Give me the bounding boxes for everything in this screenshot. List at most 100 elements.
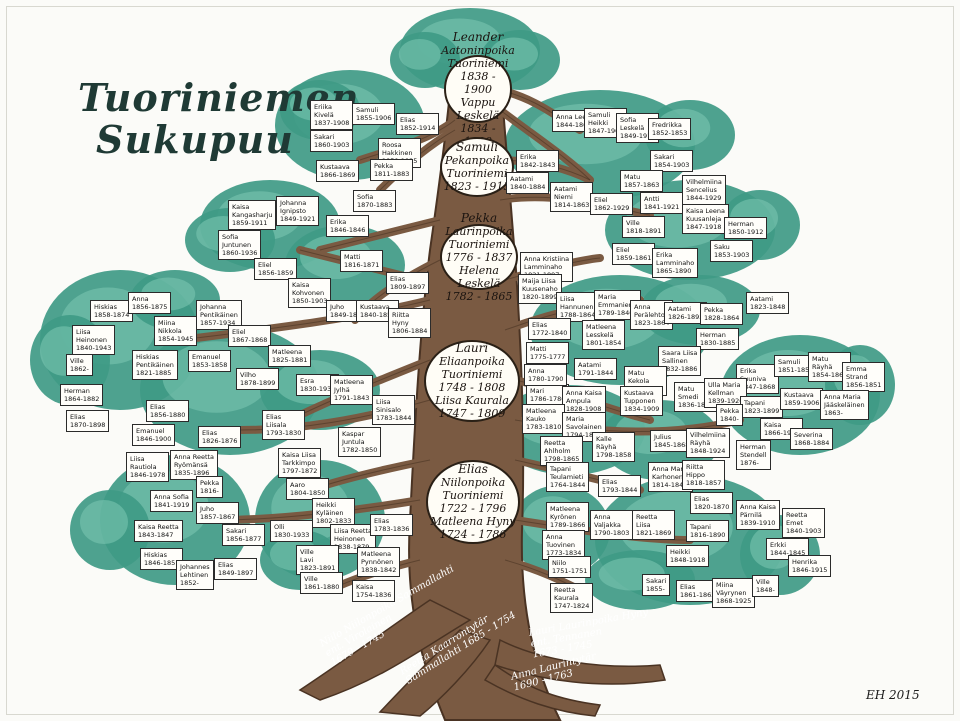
ancestor-line: Helena Leskelä xyxy=(457,263,501,290)
person-line: 1846-1846 xyxy=(330,226,366,234)
person-line: 1853-1903 xyxy=(714,251,750,259)
person-line: Leskelä xyxy=(620,124,645,132)
person-line: Sofia xyxy=(357,193,374,201)
person-line: Jylhä xyxy=(334,386,350,394)
person-line: 1811-1883 xyxy=(374,170,410,178)
ancestor-line: Tuoriniemi xyxy=(446,167,508,180)
person-line: 1839-1926 xyxy=(708,397,744,405)
person-line: Elias xyxy=(400,116,416,124)
person-line: Kaurala xyxy=(554,594,579,602)
person-line: Liisala xyxy=(266,421,287,429)
person-line: 1840-1943 xyxy=(76,344,112,352)
person-line: Saku xyxy=(714,243,730,251)
person-line: Kustaava xyxy=(320,163,350,171)
person-line: Sofia xyxy=(222,233,239,241)
person-line: 1847-1918 xyxy=(686,223,722,231)
person-line: 1823-1848 xyxy=(750,303,786,311)
person-line: 1802-1833 xyxy=(316,517,352,525)
person-line: Kauko xyxy=(526,415,546,423)
person-line: Kyrönen xyxy=(550,513,577,521)
person-line: 1838-1879 xyxy=(334,543,370,551)
person-line: 1828-1908 xyxy=(566,405,602,413)
person-line: 1857-1934 xyxy=(200,319,236,327)
person-line: Kangasharju xyxy=(232,211,273,219)
person-line: 1794-1854 xyxy=(566,431,602,439)
person-line: 1848- xyxy=(756,586,775,594)
person-line: Elias xyxy=(374,517,390,525)
person-line: 1790-1803 xyxy=(594,529,630,537)
person-line: 1840- xyxy=(720,415,739,423)
person-line: Anna Maria xyxy=(824,393,861,401)
person-line: Nikkola xyxy=(158,327,182,335)
ancestor-line: Vappu Leskelä xyxy=(456,95,500,122)
person-line: Vilho xyxy=(240,371,257,379)
person-line: Kaspar xyxy=(342,430,365,438)
person-line: Emanuel xyxy=(136,427,165,435)
person-line: Jääskeläinen xyxy=(824,401,865,409)
person-line: 1823-1864 xyxy=(634,319,670,327)
person-line: Aatami xyxy=(554,185,578,193)
person-line: Anna xyxy=(594,513,611,521)
person-line: Pekka xyxy=(720,407,740,415)
person-line: Heinonen xyxy=(76,336,108,344)
person-line: Suuniva xyxy=(740,375,767,383)
person-line: 1793-1830 xyxy=(266,429,302,437)
person-line: Räyhä xyxy=(596,443,617,451)
ancestor-line: 1782 - 1865 xyxy=(445,289,513,303)
person-line: 1866-1869 xyxy=(320,171,356,179)
person-line: 1809-1897 xyxy=(390,283,426,291)
person-line: Henrika xyxy=(792,558,818,566)
person-line: 1857-1863 xyxy=(624,181,660,189)
person-line: 1848-1918 xyxy=(670,556,706,564)
person-line: Räyhä xyxy=(812,363,833,371)
person-line: Smedi xyxy=(678,393,699,401)
person-line: 1830-1931 xyxy=(300,385,336,393)
person-line: Kaisa xyxy=(764,421,782,429)
person-line: Anna Kaisa xyxy=(566,389,603,397)
person-line: 1862-1929 xyxy=(594,204,630,212)
person-line: Elias xyxy=(202,429,218,437)
person-line: Hannunen xyxy=(560,303,594,311)
ancestor-line: Pekka xyxy=(460,210,498,225)
person-line: Kalle xyxy=(596,435,612,443)
person-line: Anna Kaisa xyxy=(740,503,777,511)
ancestor-line: Leander xyxy=(452,29,504,44)
person-line: 1828-1864 xyxy=(704,314,740,322)
person-line: Matti xyxy=(530,345,547,353)
ancestor-line: Pekanpoika xyxy=(444,154,510,167)
person-line: Reetta xyxy=(786,511,808,519)
person-line: 1823-1899 xyxy=(744,407,780,415)
person-line: 1798-1858 xyxy=(596,451,632,459)
person-line: 1849-1888 xyxy=(330,311,366,319)
person-line: 1821-1885 xyxy=(136,369,172,377)
person-line: Tupponen xyxy=(624,397,656,405)
person-line: Roosa xyxy=(382,141,402,149)
person-line: Erika xyxy=(520,153,537,161)
person-line: 1772-1840 xyxy=(532,329,568,337)
person-line: 1754-1836 xyxy=(356,591,392,599)
